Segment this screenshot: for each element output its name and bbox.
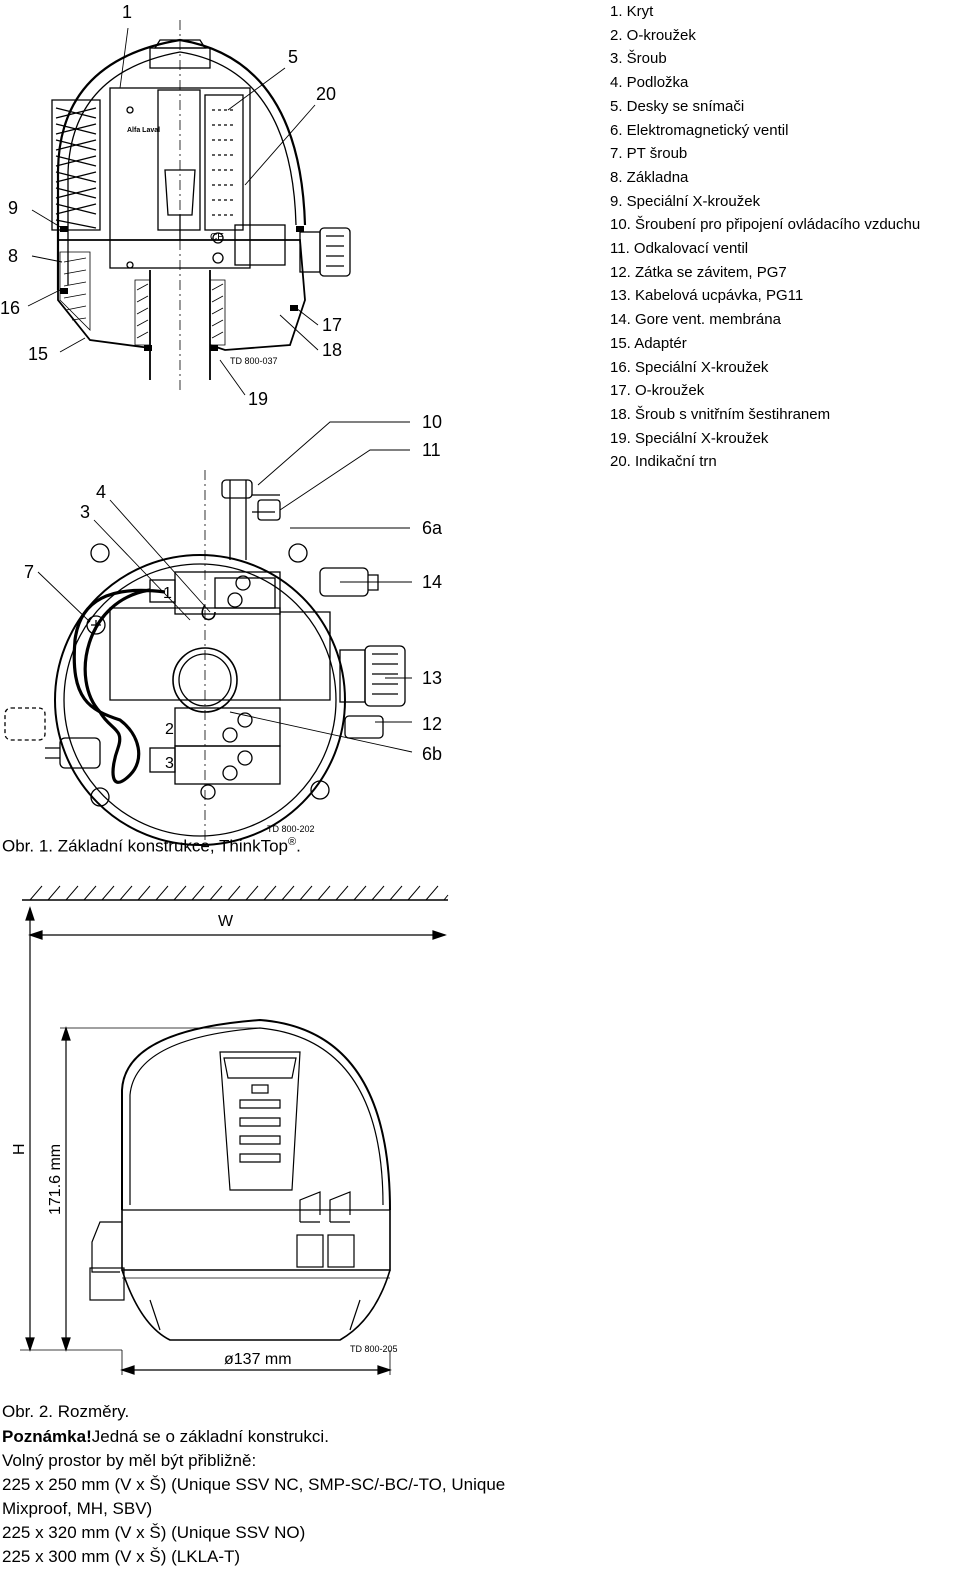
callout-9: 9: [8, 198, 18, 218]
diameter-dimension: ø137 mm: [224, 1351, 292, 1368]
height-dimension: 171.6 mm: [47, 1144, 64, 1215]
list-item: 20. Indikační trn: [610, 453, 717, 471]
list-item: 4. Podložka: [610, 74, 689, 92]
callout-14: 14: [422, 572, 442, 592]
top-view: [4, 479, 406, 846]
registered-mark: ®: [288, 836, 297, 848]
list-item: 2. O-kroužek: [610, 26, 696, 44]
leader-lines-top: [27, 27, 319, 396]
callout-7: 7: [24, 562, 34, 582]
cross-section-view: [51, 20, 351, 390]
list-item: 12. Zátka se závitem, PG7: [610, 263, 787, 281]
drawing-code-037: TD 800-037: [230, 356, 278, 366]
callout-3-inner: 3: [165, 755, 174, 772]
callout-4: 4: [96, 482, 106, 502]
figure-1-caption-text: Obr. 1. Základní konstrukce, ThinkTop: [2, 836, 288, 856]
callout-13: 13: [422, 668, 442, 688]
list-item: 19. Speciální X-kroužek: [610, 429, 769, 447]
list-item: 6. Elektromagnetický ventil: [610, 121, 789, 139]
callout-12: 12: [422, 714, 442, 734]
callout-6b: 6b: [422, 744, 442, 764]
ceiling-hatch: [22, 885, 449, 901]
note-heading: Poznámka!Jedná se o základní konstrukci.: [2, 1425, 505, 1449]
callout-8: 8: [8, 246, 18, 266]
note-line: 225 x 250 mm (V x Š) (Unique SSV NC, SMP…: [2, 1475, 506, 1494]
callout-2-inner: 2: [165, 721, 174, 738]
figure-1-drawing: 1 5 20 9 8 16 15 17 18 19 TD 800-037 Alf…: [0, 2, 443, 850]
list-item: 14. Gore vent. membrána: [610, 311, 781, 329]
width-label: W: [218, 913, 234, 930]
figure-2-caption: Obr. 2. Rozměry.: [2, 1402, 130, 1421]
list-item: 17. O-kroužek: [610, 382, 705, 400]
note-line: Mixproof, MH, SBV): [2, 1499, 153, 1518]
note-line: 225 x 300 mm (V x Š) (LKLA-T): [2, 1547, 241, 1566]
parts-list: 1. Kryt 2. O-kroužek 3. Šroub 4. Podložk…: [610, 0, 920, 474]
list-item: 10. Šroubení pro připojení ovládacího vz…: [610, 216, 921, 234]
callout-1-inner: 1: [163, 585, 172, 602]
callout-1: 1: [122, 2, 132, 22]
brand-logo: Alfa Laval: [127, 127, 160, 134]
drawing-code-205: TD 800-205: [350, 1344, 398, 1354]
callout-16: 16: [0, 298, 20, 318]
note-text: Jedná se o základní konstrukci.: [91, 1427, 329, 1446]
list-item: 18. Šroub s vnitřním šestihranem: [610, 405, 831, 423]
list-item: 5. Desky se snímači: [610, 97, 745, 115]
callout-3-top: 3: [80, 502, 90, 522]
callout-17: 17: [322, 315, 342, 335]
callout-19: 19: [248, 389, 268, 409]
list-item: 8. Základna: [610, 168, 689, 186]
callout-11: 11: [422, 440, 441, 460]
figure-1-caption-end: .: [296, 836, 301, 856]
drawing-code-202: TD 800-202: [267, 824, 315, 834]
list-item: 15. Adaptér: [610, 334, 687, 352]
list-item: 11. Odkalovací ventil: [610, 240, 749, 258]
figure-1-caption: Obr. 1. Základní konstrukce, ThinkTop®.: [2, 836, 301, 857]
figure-2-dimension-drawing: W H 171.6 mm ø137 mm TD 800-205: [11, 885, 449, 1375]
list-item: 3. Šroub: [610, 50, 667, 68]
height-label: H: [11, 1143, 28, 1155]
list-item: 13. Kabelová ucpávka, PG11: [610, 287, 804, 305]
note-block: Poznámka!Jedná se o základní konstrukci.…: [2, 1425, 505, 1569]
list-item: 1. Kryt: [610, 3, 654, 20]
note-label: Poznámka!: [2, 1427, 92, 1446]
list-item: 9. Speciální X-kroužek: [610, 192, 761, 210]
callout-15: 15: [28, 344, 48, 364]
list-item: 7. PT šroub: [610, 145, 688, 163]
callout-18: 18: [322, 340, 342, 360]
ce-mark: CE: [210, 232, 224, 243]
leader-lines-bottom: [37, 421, 413, 850]
list-item: 16. Speciální X-kroužek: [610, 358, 769, 376]
note-line: Volný prostor by měl být přibližně:: [2, 1451, 257, 1470]
callout-20: 20: [316, 84, 336, 104]
callout-10: 10: [422, 412, 442, 432]
callout-5: 5: [288, 47, 298, 67]
callout-6a: 6a: [422, 518, 443, 538]
note-line: 225 x 320 mm (V x Š) (Unique SSV NO): [2, 1523, 306, 1542]
